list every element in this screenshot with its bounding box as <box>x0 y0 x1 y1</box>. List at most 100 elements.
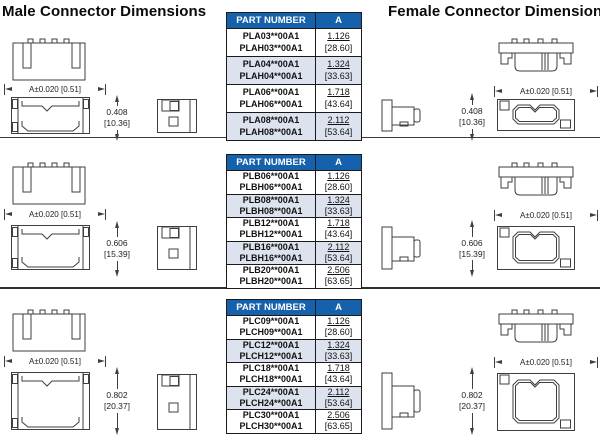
female-connector-front-view <box>497 226 575 270</box>
dim-arrow-right-icon <box>98 87 105 91</box>
height-inches: 0.408 <box>106 107 128 118</box>
female-dimension-a-annotation: A±0.020 [0.51] <box>494 85 598 97</box>
female-height-dimension-label: 0.802 [20.37] <box>459 389 485 412</box>
male-dimension-a-label: A±0.020 [0.51] <box>29 209 81 219</box>
female-connector-side-view <box>381 372 421 430</box>
dim-arrow-up-icon <box>115 367 119 374</box>
col-header-part-number: PART NUMBER <box>226 12 316 29</box>
dim-arrow-down-icon <box>115 428 119 435</box>
dim-arrow-down-icon <box>470 134 474 141</box>
dim-arrow-up-icon <box>470 93 474 100</box>
male-dimension-a-annotation: A±0.020 [0.51] <box>4 355 106 367</box>
female-connector-top-view <box>498 162 574 196</box>
dim-arrow-down-icon <box>115 270 119 277</box>
female-dimension-a-label: A±0.020 [0.51] <box>520 210 572 220</box>
dim-a-cell: 1.324[33.63] <box>315 338 362 363</box>
male-section-title: Male Connector Dimensions <box>2 3 207 20</box>
dim-arrow-down-icon <box>470 428 474 435</box>
female-dimension-a-annotation: A±0.020 [0.51] <box>494 209 598 221</box>
dim-line <box>471 260 473 270</box>
dim-a-cell: 2.506[63.65] <box>315 409 362 434</box>
dim-a-cell: 1.718[43.64] <box>315 362 362 387</box>
male-connector-top-view <box>12 162 86 205</box>
dim-a-cell: 1.324[33.63] <box>315 193 362 218</box>
male-height-dimension-annotation: 0.408 [10.36] <box>95 95 139 141</box>
dim-arrow-left-icon <box>495 89 502 93</box>
male-height-dimension-label: 0.606 [15.39] <box>104 237 130 260</box>
dim-arrow-left-icon <box>5 212 12 216</box>
height-mm: [15.39] <box>459 248 485 259</box>
dim-a-cell: 1.718[43.64] <box>315 84 362 113</box>
female-connector-side-view <box>381 226 421 270</box>
male-connector-front-view <box>11 97 90 134</box>
dim-a-cell: 2.112[53.64] <box>315 240 362 265</box>
male-dimension-a-label: A±0.020 [0.51] <box>29 84 81 94</box>
col-header-a: A <box>315 299 362 316</box>
dim-arrow-left-icon <box>5 87 12 91</box>
height-mm: [15.39] <box>104 249 130 259</box>
dim-line <box>116 228 118 238</box>
dim-arrow-left-icon <box>495 213 502 217</box>
female-height-dimension-annotation: 0.408 [10.36] <box>450 93 494 141</box>
male-height-dimension-label: 0.408 [10.36] <box>104 106 130 129</box>
dim-arrow-up-icon <box>470 367 474 374</box>
dim-line <box>116 102 118 107</box>
dim-a-cell: 1.126[28.60] <box>315 315 362 340</box>
female-height-dimension-label: 0.606 [15.39] <box>459 237 485 260</box>
height-mm: [10.36] <box>459 117 485 127</box>
col-header-a: A <box>315 12 362 29</box>
dim-a-cell: 1.718[43.64] <box>315 217 362 242</box>
dim-arrow-up-icon <box>115 221 119 228</box>
height-inches: 0.802 <box>461 390 483 401</box>
male-dimension-a-annotation: A±0.020 [0.51] <box>4 83 106 95</box>
male-dimension-a-label: A±0.020 [0.51] <box>29 356 81 366</box>
female-connector-front-view <box>497 99 575 131</box>
dim-tick <box>597 356 598 368</box>
dim-arrow-down-icon <box>470 270 474 277</box>
male-connector-front-view <box>11 372 90 430</box>
dim-arrow-right-icon <box>98 359 105 363</box>
height-mm: [20.37] <box>104 401 130 411</box>
female-dimension-a-label: A±0.020 [0.51] <box>520 86 572 96</box>
male-connector-side-view <box>157 99 197 133</box>
dim-arrow-right-icon <box>590 213 597 217</box>
dim-tick <box>105 208 106 220</box>
dim-a-cell: 2.112[53.64] <box>315 385 362 410</box>
height-inches: 0.802 <box>106 390 128 401</box>
height-inches: 0.606 <box>106 238 128 249</box>
dim-a-cell: 1.126[28.60] <box>315 170 362 195</box>
male-height-dimension-label: 0.802 [20.37] <box>104 389 130 412</box>
female-section-title: Female Connector Dimensions <box>388 3 600 20</box>
dim-arrow-left-icon <box>495 360 502 364</box>
female-height-dimension-annotation: 0.802 [20.37] <box>450 367 494 435</box>
dim-line <box>471 374 473 390</box>
height-mm: [10.36] <box>104 118 130 128</box>
male-dimension-a-annotation: A±0.020 [0.51] <box>4 208 106 220</box>
female-dimension-a-annotation: A±0.020 [0.51] <box>494 356 598 368</box>
dim-line <box>116 129 118 134</box>
female-connector-top-view <box>498 309 574 343</box>
dim-line <box>116 260 118 270</box>
dim-tick <box>494 85 495 97</box>
dim-arrow-up-icon <box>470 220 474 227</box>
dim-arrow-left-icon <box>5 359 12 363</box>
dim-line <box>471 100 473 106</box>
male-connector-side-view <box>157 374 197 430</box>
height-inches: 0.408 <box>461 106 483 117</box>
dim-a-cell: 2.506[63.65] <box>315 264 362 289</box>
